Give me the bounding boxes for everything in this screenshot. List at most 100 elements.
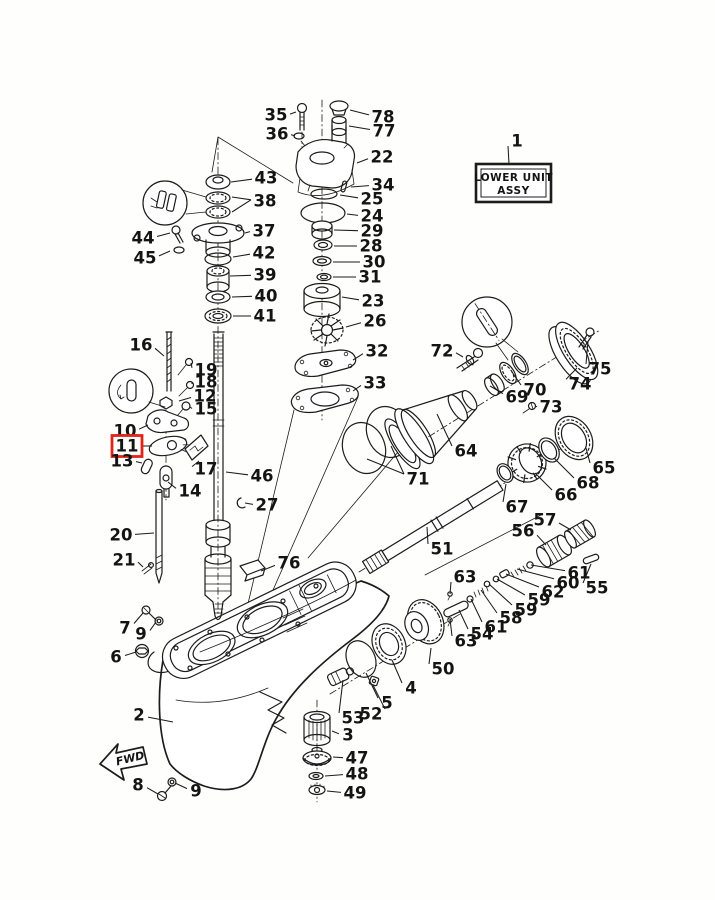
leader-line-15 [189, 406, 193, 409]
spring-plate-17 [184, 434, 209, 461]
part-number-70: 70 [524, 381, 547, 400]
leader-line-16 [154, 347, 165, 357]
leader-line-13 [135, 461, 143, 464]
dowel-pin-34 [340, 180, 348, 193]
bolt-75 [578, 327, 595, 350]
pump-housing-22 [295, 124, 356, 196]
clip-21 [141, 561, 155, 575]
washer-40 [205, 290, 231, 304]
oil-seal-41 [204, 308, 232, 324]
part-number-71: 71 [407, 470, 430, 489]
leader-line-47 [332, 756, 344, 759]
pump-plate-32 [294, 349, 357, 378]
leader-line-38 [231, 196, 252, 201]
part-number-47: 47 [346, 749, 369, 768]
part-number-23: 23 [362, 292, 385, 311]
part-number-51: 51 [431, 540, 454, 559]
part-number-17: 17 [195, 460, 218, 479]
leader-line-40 [231, 295, 253, 298]
leader-line-49 [326, 790, 342, 793]
propeller-shaft [361, 480, 504, 575]
leader-line-43 [230, 178, 253, 183]
washer-36 [293, 132, 305, 140]
leader-line-29 [333, 229, 359, 232]
bearing-sleeve-3 [303, 710, 331, 747]
part-number-56: 56 [512, 522, 535, 541]
part-number-59: 59 [515, 601, 538, 620]
leader-line-9 [149, 621, 157, 631]
leader-line-21 [137, 561, 144, 568]
spring-57 [563, 519, 597, 549]
part-number-66: 66 [555, 486, 578, 505]
title-box: LOWER UNIT ASSY [474, 162, 553, 204]
pump-gasket-33 [290, 384, 359, 414]
part-number-3: 3 [342, 726, 353, 745]
leader-line-39 [229, 274, 252, 277]
leader-line-63 [449, 581, 452, 595]
screw-7 [141, 605, 157, 621]
part-number-26: 26 [364, 312, 387, 331]
leader-line-65 [585, 447, 591, 464]
leader-line-60 [516, 568, 555, 580]
part-number-36: 36 [266, 125, 289, 144]
fwd-arrow [99, 743, 148, 781]
oil-seal-housing-37 [191, 222, 245, 258]
washer-9-upper [154, 616, 164, 626]
spring-58 [473, 585, 489, 598]
part-number-24: 24 [361, 207, 384, 226]
ball-59 [492, 575, 500, 583]
gearcase-housing [147, 561, 390, 791]
part-number-58: 58 [500, 609, 523, 628]
part-number-50: 50 [432, 660, 455, 679]
leader-line-35 [289, 111, 297, 115]
leader-line-32 [352, 353, 364, 361]
part-number-12: 12 [194, 387, 217, 406]
nut-49 [308, 783, 326, 796]
gasket-24 [300, 202, 346, 224]
leader-line-71 [366, 458, 405, 475]
part-number-13: 13 [111, 452, 134, 471]
clutch-dog-56 [536, 534, 572, 568]
pinion-gear-47 [302, 746, 332, 767]
part-number-9: 9 [135, 625, 146, 644]
leader-line-26 [345, 322, 362, 328]
leader-line-23 [341, 296, 360, 301]
leader-line-38b [231, 199, 252, 213]
part-number-37: 37 [253, 222, 276, 241]
leader-line-71b [390, 445, 405, 475]
bearing-carrier-group [384, 296, 599, 470]
part-number-32: 32 [366, 342, 389, 361]
shift-cam-group [140, 409, 209, 498]
clutch-chain-parts [443, 519, 600, 627]
leader-line-4 [391, 659, 403, 684]
leader-line-33 [352, 384, 362, 392]
leader-line-44 [156, 232, 171, 238]
speedo-pickup-53 [326, 667, 355, 687]
part-number-31: 31 [359, 268, 382, 287]
locknut-18 [185, 380, 195, 390]
part-number-25: 25 [361, 190, 384, 209]
part-number-54: 54 [471, 625, 494, 644]
part-number-67: 67 [506, 498, 529, 517]
part-number-61: 61 [485, 618, 508, 637]
leader-line-62 [505, 573, 540, 588]
part-number-73: 73 [540, 398, 563, 417]
part-number-61: 61 [568, 564, 591, 583]
leader-line-59 [488, 583, 513, 606]
leader-line-75 [585, 340, 589, 365]
part-number-29: 29 [361, 222, 384, 241]
title-box-line1: LOWER UNIT [474, 172, 553, 184]
part-number-55: 55 [586, 579, 609, 598]
locknut-19 [184, 357, 194, 367]
leader-line-7 [133, 612, 144, 624]
leader-line-5 [365, 672, 379, 699]
part-number-9: 9 [190, 782, 201, 801]
forward-gear-set [496, 415, 594, 484]
screw-8 [156, 785, 172, 802]
leader-line-25 [339, 194, 359, 199]
leader-line-8 [146, 787, 159, 795]
water-intake-grate [282, 608, 308, 633]
gearcase-deck [161, 561, 357, 679]
part-number-22: 22 [371, 148, 394, 167]
leader-line-14 [167, 481, 177, 489]
